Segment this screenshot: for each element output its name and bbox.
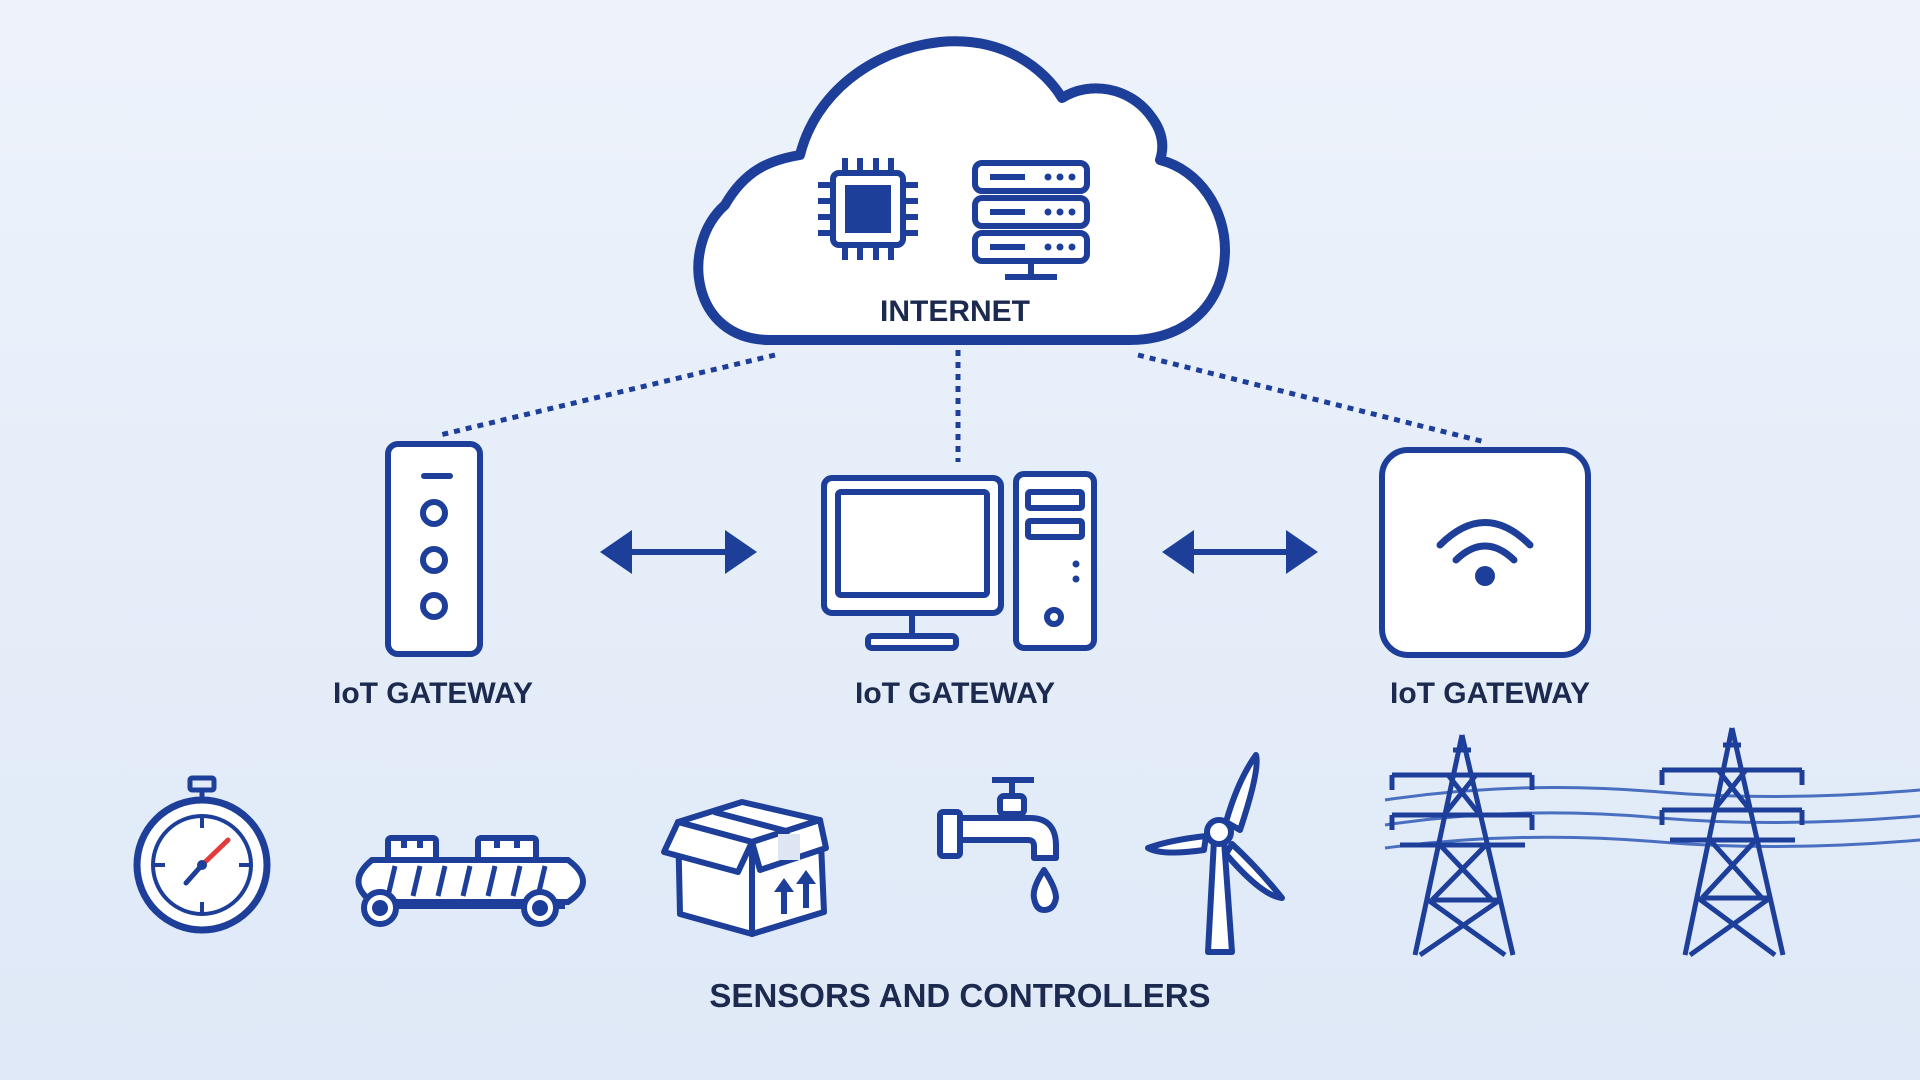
- gateway-device-center: [821, 471, 1097, 651]
- bidirectional-arrow-left: [600, 530, 757, 574]
- sensors-controllers-label: SENSORS AND CONTROLLERS: [709, 977, 1210, 1014]
- gateway-label-left: IoT GATEWAY: [333, 677, 533, 710]
- internet-cloud: INTERNET: [693, 36, 1230, 345]
- cloud-shape: [693, 36, 1230, 345]
- pc-tower-icon: [1013, 471, 1097, 651]
- monitor-icon: [821, 475, 1004, 651]
- cpu-chip-icon: [818, 158, 918, 260]
- conveyor-belt-icon: [355, 835, 586, 927]
- package-box-icon: [661, 799, 829, 937]
- transmission-tower-icon-1: [1389, 734, 1535, 958]
- gateway-label-right: IoT GATEWAY: [1390, 677, 1590, 710]
- transmission-tower-icon-2: [1659, 727, 1805, 958]
- stopwatch-icon: [133, 775, 271, 934]
- wireless-box-icon: [1379, 447, 1591, 658]
- wind-turbine-icon: [1145, 752, 1285, 955]
- gateway-device-left: [385, 441, 483, 657]
- server-stack-icon: [972, 160, 1090, 280]
- wifi-icon: [1436, 519, 1534, 564]
- gateway-device-right: [1379, 447, 1591, 658]
- dotted-connections: [439, 350, 1486, 462]
- water-faucet-icon: [937, 777, 1059, 913]
- bidirectional-arrow-right: [1162, 530, 1318, 574]
- internet-label: INTERNET: [880, 295, 1030, 328]
- connection-left: [439, 352, 776, 438]
- connection-right: [1137, 352, 1486, 445]
- gateway-label-center: IoT GATEWAY: [855, 677, 1055, 710]
